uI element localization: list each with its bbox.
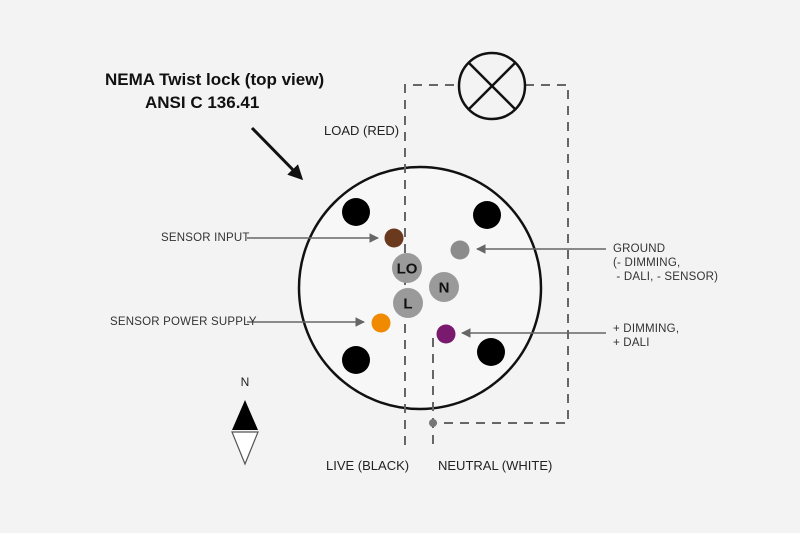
mount-hole-bottom-right [477, 338, 505, 366]
receptacle-circle [297, 165, 543, 411]
contact-n-label: N [439, 280, 450, 297]
sensor-input-contact [384, 228, 404, 248]
contact-n: N [429, 272, 459, 302]
diagram-title-line1: NEMA Twist lock (top view) [105, 70, 325, 89]
sensor-power-label: SENSOR POWER SUPPLY [110, 316, 257, 328]
sensor-input-label: SENSOR INPUT [161, 232, 250, 244]
live-wire-label: LIVE (BLACK) [326, 458, 410, 473]
compass-north-label: N [241, 375, 250, 389]
neutral-junction-dot [429, 419, 437, 427]
ground-label: GROUND (- DIMMING, - DALI, - SENSOR) [613, 243, 719, 283]
contact-lo: LO [392, 253, 422, 283]
dimming-contact [436, 324, 456, 344]
lamp-icon [457, 51, 527, 121]
mount-hole-bottom-left [342, 346, 370, 374]
load-wire-dashed [404, 84, 460, 445]
contact-l: L [393, 288, 423, 318]
diagram-title-line2: ANSI C 136.41 [145, 93, 260, 112]
contact-l-label: L [403, 296, 412, 313]
sensor-power-contact [371, 313, 391, 333]
load-wire-label: LOAD (RED) [324, 123, 400, 138]
neutral-wire-label: NEUTRAL (WHITE) [438, 458, 553, 473]
title-arrow [250, 126, 304, 181]
ground-contact [450, 240, 470, 260]
compass-icon: N [231, 375, 259, 466]
mount-hole-top-right [473, 201, 501, 229]
contact-lo-label: LO [397, 261, 418, 278]
dimming-label: + DIMMING, + DALI [613, 323, 680, 349]
mount-hole-top-left [342, 198, 370, 226]
